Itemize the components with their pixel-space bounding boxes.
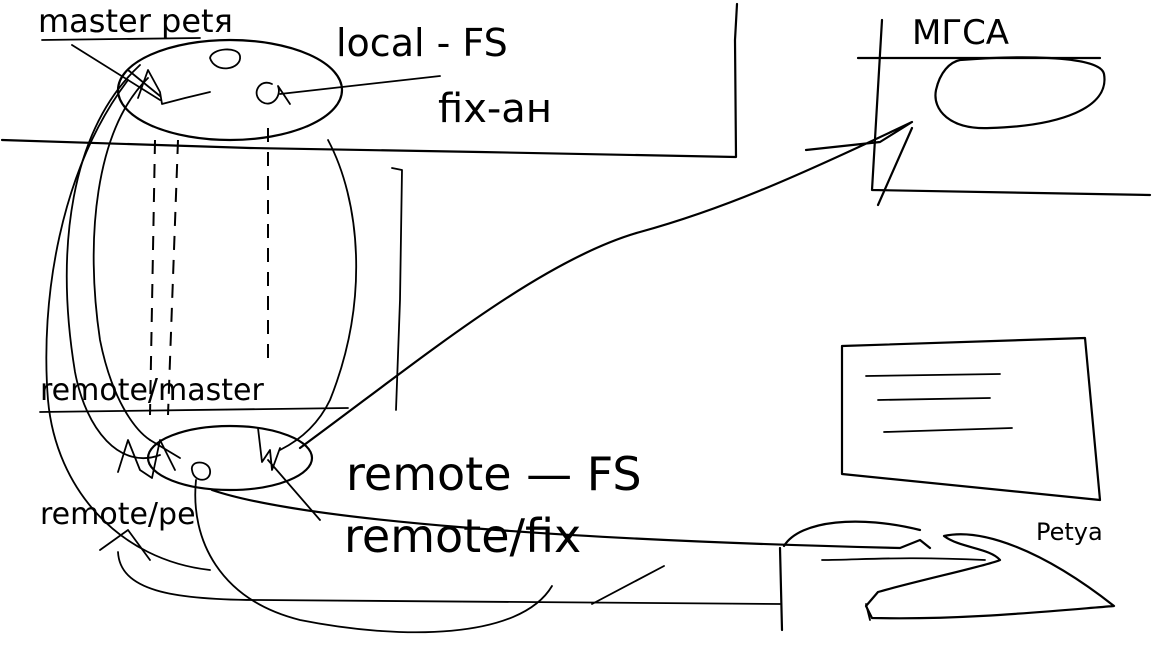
label-master-petya: master petя bbox=[38, 2, 233, 40]
repo-enclosing-loop bbox=[45, 64, 403, 571]
mgsa-box bbox=[856, 18, 1152, 207]
remote-to-mgsa-line bbox=[298, 120, 914, 450]
petya-machine bbox=[210, 488, 1116, 632]
label-mgsa: МГСА bbox=[912, 13, 1009, 53]
label-remote-fix: remote/fix bbox=[344, 509, 581, 563]
local-box bbox=[0, 2, 739, 159]
document-box bbox=[840, 336, 1102, 502]
label-remote-master: remote/master bbox=[40, 373, 264, 408]
fix-branch-pointer bbox=[279, 75, 441, 95]
label-remote-fs: remote — FS bbox=[346, 447, 642, 501]
remote-master-underline bbox=[39, 407, 349, 413]
label-fix-an: fix-ан bbox=[438, 86, 552, 132]
branch-projection-lines bbox=[149, 128, 269, 416]
bottom-loop bbox=[99, 479, 781, 634]
label-remote-petya: remote/pe bbox=[40, 497, 196, 532]
label-local-fs: local - FS bbox=[336, 21, 508, 65]
fix-strike bbox=[591, 565, 665, 605]
remote-repo-ellipse bbox=[117, 424, 314, 492]
label-petya: Petуа bbox=[1036, 518, 1103, 546]
